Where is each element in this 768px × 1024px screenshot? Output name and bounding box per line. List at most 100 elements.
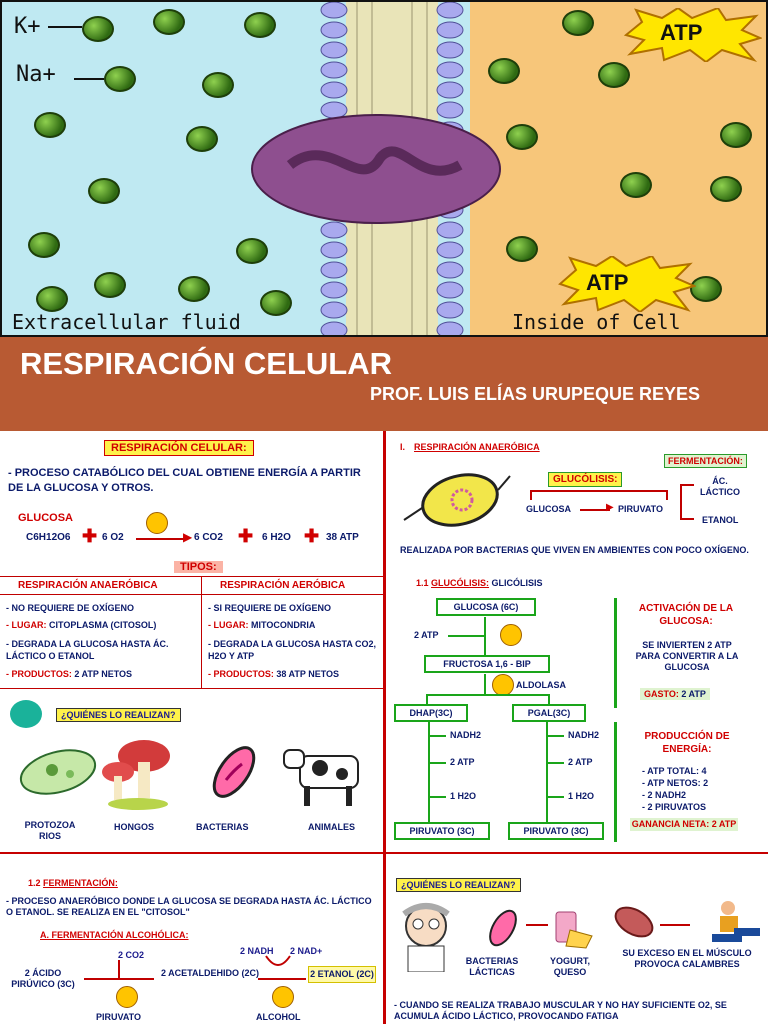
nad-label: 2 NAD+ [290,946,323,956]
bacterias-text: REALIZADA POR BACTERIAS QUE VIVEN EN AMB… [400,545,749,555]
protozoa-icon [16,744,100,800]
anaerobica-header: RESPIRACIÓN ANAERÓBICA [18,580,158,591]
tree-line [448,635,484,637]
glucosa-node: GLUCOSA [526,504,571,514]
acido-lactico-node: ÁC. LÁCTICO [700,476,740,497]
activacion-title: ACTIVACIÓN DE LA GLUCOSA: [638,603,734,627]
arrow [258,978,306,980]
scientist-icon [392,898,462,973]
definition-text: - PROCESO CATABÓLICO DEL CUAL OBTIENE EN… [8,467,361,494]
extracellular-label: Extracellular fluid [12,310,241,334]
atp-left: 2 ATP [450,757,475,767]
header-frame [0,0,768,337]
prod-item-2: - ATP NETOS: 2 [642,778,709,788]
hongos-label: HONGOS [114,822,155,832]
fermentacion-text: - PROCESO ANAERÓBICO DONDE LA GLUCOSA SE… [6,896,372,917]
tree-line [484,674,486,694]
tree-line [428,722,430,822]
acido-piruvico-node: 2 ÁCIDO PIRÚVICO (3C) [11,968,75,989]
aerobica-item-4: - PRODUCTOS: 38 ATP NETOS [208,669,340,679]
reaction-arrow [136,538,186,540]
glucolisis-label: GLUCÓLISIS: [548,472,623,487]
arrow-head-icon: ▶ [606,502,614,513]
tipos-header-line [0,594,383,595]
author: PROF. LUIS ELÍAS URUPEQUE REYES [370,384,701,404]
muscle-icon [612,904,656,940]
quienes-label-left: ¿QUIÉNES LO REALIZAN? [56,708,181,722]
vertical-divider [383,431,386,1024]
fungi-icon [98,736,172,810]
tree-line [548,694,550,704]
pacman-icon [146,512,168,534]
tipos-label: TIPOS: [174,561,223,573]
cow-icon [280,738,370,810]
ion-icon [34,112,66,138]
gasto-label: GASTO: 2 ATP [640,688,710,700]
aerobica-header: RESPIRACIÓN AERÓBICA [220,580,346,591]
tipos-top-line [0,576,383,577]
ion-icon [506,124,538,150]
ion-icon [598,62,630,88]
activation-bracket [614,598,617,708]
branch-lower [680,518,694,520]
acido-lactico-text: - CUANDO SE REALIZA TRABAJO MUSCULAR Y N… [394,1000,727,1021]
ion-icon [94,272,126,298]
protozoa-label: PROTOZOA RIOS [24,820,76,841]
plus-icon: ✚ [304,526,320,546]
glucolisis-subtitle: 1.1 GLUCÓLISIS: GLICÓLISIS [416,578,543,588]
glucolisis-bracket [530,490,668,492]
bacteria-icon [202,740,266,804]
piruvato-right-box: PIRUVATO (3C) [508,822,604,840]
bacterium-icon [402,468,512,532]
atp-burst-top: ATP [622,6,763,64]
fermentacion-label: FERMENTACIÓN: [664,454,747,468]
tree-line [430,762,446,764]
aerobica-item-2: - LUGAR: MITOCONDRIA [208,620,316,630]
anaerobica-item-3: - DEGRADA LA GLUCOSA HASTA ÁC. LÁCTICO O… [6,639,169,661]
alcohol-label: ALCOHOL [256,1012,301,1022]
ion-icon [260,290,292,316]
ion-icon [36,286,68,312]
tree-line [548,796,564,798]
anaerobica-item-1: - NO REQUIERE DE OXÍGENO [6,603,135,613]
ion-icon [506,236,538,262]
anaerobica-item-4: - PRODUCTOS: 2 ATP NETOS [6,669,133,679]
bracket-right-tick [666,490,668,500]
dhap-box: DHAP(3C) [394,704,468,722]
piruvato-node: PIRUVATO [618,504,664,514]
ion-icon [88,178,120,204]
bacterias-lacticas-label: BACTERIAS LÁCTICAS [465,956,519,977]
pacman-icon [272,986,294,1008]
glucosa-6c-box: GLUCOSA (6C) [436,598,536,616]
arrow [84,978,154,980]
glucose-formula: C6H12O6 [26,532,71,543]
potassium-label: K+ [14,14,41,39]
co2-term: 6 CO2 [194,532,223,543]
aerobica-item-3: - DEGRADA LA GLUCOSA HASTA CO2, H2O Y AT… [208,639,376,661]
tree-line [426,694,550,696]
ion-icon [720,122,752,148]
etanol-node: 2 ETANOL (2C) [308,966,376,983]
pgal-box: PGAL(3C) [512,704,586,722]
section-number: I. [400,442,406,452]
tree-line [546,722,548,822]
produccion-title: PRODUCCIÓN DE ENERGÍA: [644,731,730,755]
ion-icon [153,9,185,35]
ion-icon [488,58,520,84]
oxygen-term: 6 O2 [102,532,124,543]
tree-line [548,735,564,737]
organism-icon [10,700,42,728]
atp-label-bottom: ATP [586,270,629,295]
tree-line [548,762,564,764]
piruvato-bottom-label: PIRUVATO [96,1012,142,1022]
fermentacion-subtitle: 1.2 FERMENTACIÓN: [28,878,118,888]
nadh-label: 2 NADH [240,946,274,956]
horizontal-divider [0,852,768,854]
ion-icon [620,172,652,198]
aldolasa-label: ALDOLASA [516,680,566,690]
potassium-pointer [48,26,82,28]
h2o-left: 1 H2O [450,791,477,801]
inside-cell-label: Inside of Cell [512,310,681,334]
sodium-label: Na+ [16,62,56,87]
yogurt-icon [552,906,594,950]
